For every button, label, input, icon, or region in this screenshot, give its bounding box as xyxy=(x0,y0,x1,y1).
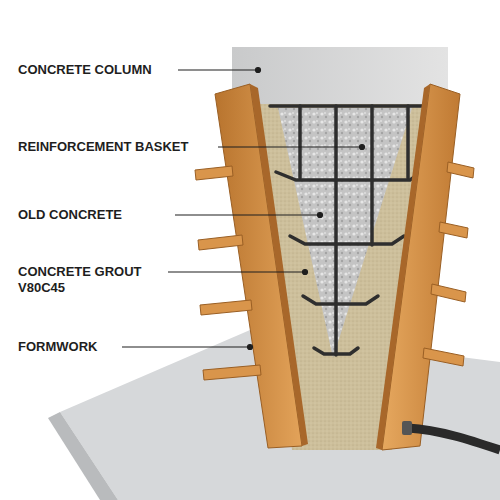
part-label: CONCRETE GROUT V80C45 xyxy=(18,264,153,296)
part-label: OLD CONCRETE xyxy=(18,207,168,223)
part-label: FORMWORK xyxy=(18,339,118,355)
part-label: REINFORCEMENT BASKET xyxy=(18,139,213,155)
leader-lines xyxy=(122,68,365,350)
part-label: CONCRETE COLUMN xyxy=(18,62,173,78)
